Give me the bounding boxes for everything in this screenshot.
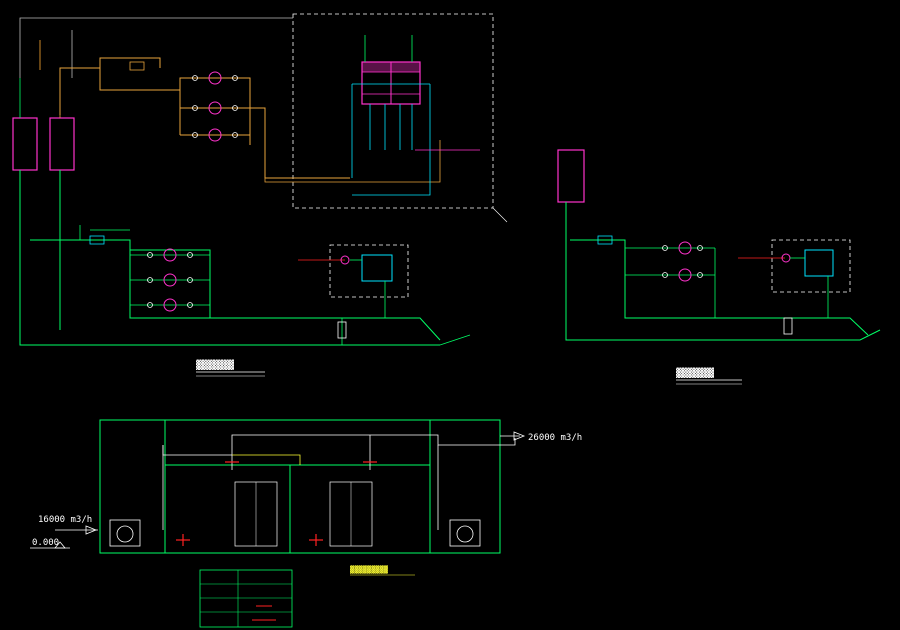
valve-icon <box>697 272 703 278</box>
tank-enclosure-right <box>771 239 851 293</box>
pump-icon <box>163 273 177 287</box>
tank-icon <box>804 249 834 277</box>
valve-icon <box>232 75 238 81</box>
legend-table <box>199 569 293 628</box>
valve-icon <box>147 252 153 258</box>
pump-icon <box>208 128 222 142</box>
filter-icon <box>89 235 105 245</box>
green-header <box>30 239 441 341</box>
valve-icon <box>147 277 153 283</box>
valve-icon <box>192 75 198 81</box>
air-system-diagram: 16000 m3/h 0.000 26000 m3/h ▓▓▓▓▓▓▓▓▓ <box>30 419 582 576</box>
green-main-left <box>19 170 440 346</box>
valve-icon <box>662 272 668 278</box>
air-system-outline <box>99 419 501 554</box>
spec-table-left <box>234 481 278 547</box>
diagram-title-left: ▓▓▓▓▓▓▓ <box>196 359 235 371</box>
cooling-tower-enclosure <box>292 13 494 209</box>
tank-enclosure <box>329 244 409 298</box>
secondary-water-system-diagram: ▓▓▓▓▓▓▓ <box>557 149 881 385</box>
diagram-title-right: ▓▓▓▓▓▓▓ <box>676 367 715 379</box>
valve-icon <box>187 302 193 308</box>
orange-header <box>99 68 251 145</box>
filter-icon <box>597 235 613 245</box>
tower-top-band <box>361 61 421 73</box>
valve-icon <box>232 132 238 138</box>
orange-to-tower <box>250 107 350 179</box>
green-header-2 <box>130 249 211 318</box>
valve-icon <box>192 132 198 138</box>
tank-icon <box>361 254 393 282</box>
air-diagram-title: ▓▓▓▓▓▓▓▓▓ <box>350 565 388 574</box>
pump-icon <box>340 255 350 265</box>
air-volume-right: 26000 m3/h <box>528 433 582 443</box>
pump-icon <box>678 241 692 255</box>
legend-frame <box>199 569 293 628</box>
ground-level-label: 0.000 <box>32 538 59 548</box>
pump-icon <box>163 248 177 262</box>
valve-icon <box>187 277 193 283</box>
valve-icon <box>232 105 238 111</box>
valve-icon <box>662 245 668 251</box>
green-header-right <box>570 239 869 336</box>
meter-icon <box>337 321 347 339</box>
inlet-arrow-icon <box>85 525 98 535</box>
valve-icon <box>187 252 193 258</box>
pump-icon <box>208 101 222 115</box>
meter-icon <box>783 317 793 335</box>
green-pump-group <box>147 248 193 312</box>
orange-pump-group <box>192 71 238 142</box>
cooling-tower-pair <box>361 61 421 105</box>
fan-box-left <box>109 519 141 547</box>
fan-box-right <box>449 519 481 547</box>
duct-branch <box>232 454 301 465</box>
cyan-tower-line <box>352 84 431 196</box>
pump-icon <box>678 268 692 282</box>
unit-right <box>557 149 585 203</box>
valve-icon <box>192 105 198 111</box>
air-volume-left: 16000 m3/h <box>38 515 92 525</box>
green-outlet <box>439 334 471 346</box>
enclosure-leader <box>492 207 508 223</box>
green-main-right <box>565 202 881 341</box>
valve-icon <box>147 302 153 308</box>
fan-icon <box>116 525 134 543</box>
valve-icon <box>697 245 703 251</box>
orange-supply-pipe <box>59 57 161 115</box>
pump-icon <box>208 71 222 85</box>
level-marker-icon <box>54 541 66 549</box>
outlet-arrow-icon <box>513 431 526 441</box>
spec-table-right <box>329 481 373 547</box>
top-return-pipe <box>19 17 293 78</box>
duct-main <box>162 434 516 456</box>
filter-icon <box>129 61 145 71</box>
orange-return <box>264 140 441 183</box>
fan-icon <box>456 525 474 543</box>
pump-icon <box>163 298 177 312</box>
chiller-unit-right <box>49 117 75 171</box>
cooling-water-system-diagram: ▓▓▓▓▓▓▓ <box>12 13 508 377</box>
chiller-unit-left <box>12 117 38 171</box>
